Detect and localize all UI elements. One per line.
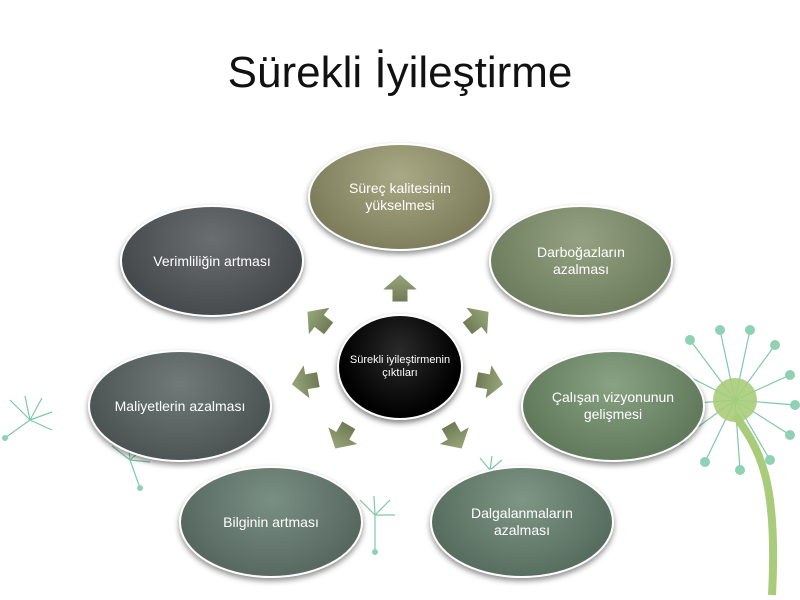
arrow-left	[290, 362, 321, 401]
center-label: Sürekli iyileştirmenin çıktıları	[349, 354, 451, 379]
page-title: Sürekli İyileştirme	[227, 48, 573, 97]
node-label: Darboğazların azalması	[537, 244, 625, 277]
arrow-lower-left	[326, 420, 360, 450]
node-label: Çalışan vizyonunun gelişmesi	[551, 389, 675, 422]
arrow-lower-right	[437, 420, 471, 450]
arrow-upper-left	[306, 306, 335, 337]
arrow-up	[380, 273, 420, 303]
arrow-right	[474, 362, 505, 401]
node-process-quality: Süreç kalitesinin yükselmesi	[308, 143, 492, 251]
node-employee-vision: Çalışan vizyonunun gelişmesi	[521, 350, 705, 462]
center-node: Sürekli iyileştirmenin çıktıları	[337, 314, 463, 420]
node-label: Maliyetlerin azalması	[114, 397, 246, 414]
arrow-upper-right	[461, 306, 490, 337]
node-bottlenecks: Darboğazların azalması	[489, 205, 673, 317]
node-label: Süreç kalitesinin yükselmesi	[349, 180, 451, 213]
node-label: Verimliliğin artması	[153, 252, 271, 269]
node-knowledge: Bilginin artması	[179, 466, 363, 578]
node-costs: Maliyetlerin azalması	[88, 350, 272, 462]
node-label: Bilginin artması	[223, 513, 319, 530]
node-label: Dalgalanmaların azalması	[471, 505, 573, 538]
node-productivity: Verimliliğin artması	[120, 205, 304, 317]
node-fluctuations: Dalgalanmaların azalması	[430, 466, 614, 578]
